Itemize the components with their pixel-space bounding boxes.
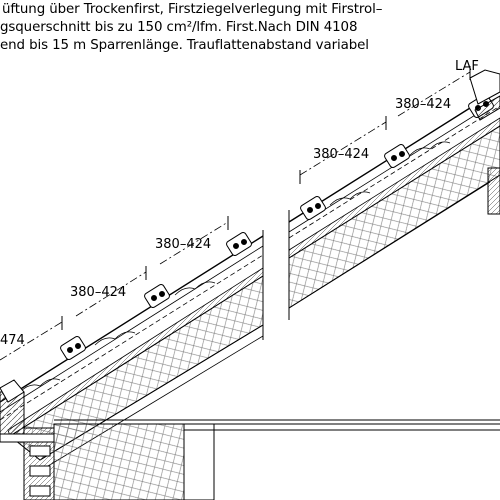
batten-clip [226, 232, 252, 256]
laf-label: LAF [455, 59, 479, 74]
dimension-label: 380–424 [395, 97, 451, 112]
dimension-label: 474 [0, 333, 25, 348]
roof-tile-line [0, 235, 264, 403]
dimension-lines [0, 71, 471, 361]
membrane-line-upper [288, 105, 500, 239]
eave-wall-detail [0, 391, 500, 500]
tile-profiles [19, 141, 451, 393]
batten-clips [60, 94, 494, 360]
dimension-label: 380–424 [70, 285, 126, 300]
header-line-1: üftung über Trockenfirst, Firstziegelver… [2, 2, 383, 17]
section-break [262, 210, 290, 340]
batten-clip [384, 144, 410, 168]
eave-tile [0, 379, 25, 403]
batten-clip [144, 284, 170, 308]
header-line-3: end bis 15 m Sparrenlänge. Trauflattenab… [0, 38, 369, 53]
batten-clip [60, 336, 86, 360]
roof-tile-line-inner [0, 245, 264, 413]
purlin-post [487, 167, 500, 215]
inner-lining-line-upper [288, 181, 491, 309]
batten-clip [300, 196, 326, 220]
dimension-label: 380–424 [313, 147, 369, 162]
membrane-line [0, 254, 264, 421]
ridge-detail [469, 69, 500, 121]
header-line-2: gsquerschnitt bis zu 150 cm²/lfm. First.… [0, 20, 358, 35]
dimension-ticks [61, 66, 471, 330]
rafter-board [7, 267, 264, 437]
dimension-label: 380–424 [155, 237, 211, 252]
roof-lower-segment [0, 235, 264, 467]
